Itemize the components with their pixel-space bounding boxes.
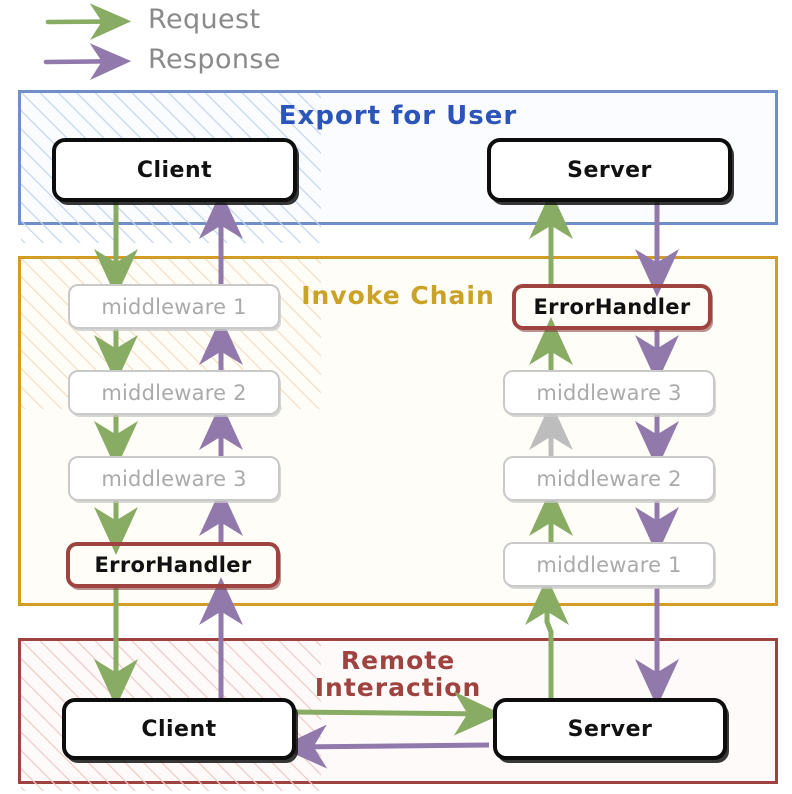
request-arrow-icon bbox=[45, 3, 132, 41]
node-invoke-right-middleware-3[interactable]: middleware 3 bbox=[503, 370, 715, 415]
legend-label-request: Request bbox=[148, 4, 261, 35]
panel-title-remote-line2: Interaction bbox=[314, 673, 482, 702]
node-invoke-left-middleware-3[interactable]: middleware 3 bbox=[68, 456, 280, 501]
node-label: Client bbox=[141, 716, 217, 742]
node-label: middleware 3 bbox=[101, 466, 247, 491]
node-label: Server bbox=[567, 157, 652, 183]
node-invoke-right-error-handler[interactable]: ErrorHandler bbox=[512, 284, 712, 330]
node-label: ErrorHandler bbox=[533, 295, 691, 319]
node-label: Server bbox=[567, 716, 653, 742]
panel-title-remote-line1: Remote bbox=[340, 646, 456, 675]
node-remote-server[interactable]: Server bbox=[493, 698, 727, 760]
node-invoke-left-middleware-2[interactable]: middleware 2 bbox=[68, 370, 280, 415]
legend-label-response: Response bbox=[148, 44, 281, 75]
node-label: middleware 2 bbox=[536, 466, 682, 491]
node-export-server[interactable]: Server bbox=[487, 138, 732, 202]
node-label: ErrorHandler bbox=[94, 553, 252, 577]
node-label: middleware 3 bbox=[536, 380, 682, 405]
node-invoke-right-middleware-2[interactable]: middleware 2 bbox=[503, 456, 715, 501]
node-invoke-right-middleware-1[interactable]: middleware 1 bbox=[503, 542, 715, 587]
panel-title-remote: Remote Interaction bbox=[21, 647, 775, 701]
panel-title-export: Export for User bbox=[278, 101, 518, 131]
node-label: middleware 1 bbox=[101, 294, 247, 319]
node-invoke-left-middleware-1[interactable]: middleware 1 bbox=[68, 284, 280, 329]
legend-item-response: Response bbox=[0, 42, 330, 82]
response-arrow-icon bbox=[43, 43, 132, 80]
legend-item-request: Request bbox=[0, 2, 330, 42]
node-label: Client bbox=[136, 157, 213, 183]
panel-title-invoke: Invoke Chain bbox=[301, 281, 495, 310]
legend: Request Response bbox=[0, 0, 330, 88]
node-export-client[interactable]: Client bbox=[52, 138, 297, 202]
node-invoke-left-error-handler[interactable]: ErrorHandler bbox=[66, 542, 280, 588]
node-label: middleware 2 bbox=[101, 380, 247, 405]
node-remote-client[interactable]: Client bbox=[62, 698, 296, 760]
node-label: middleware 1 bbox=[536, 552, 682, 577]
